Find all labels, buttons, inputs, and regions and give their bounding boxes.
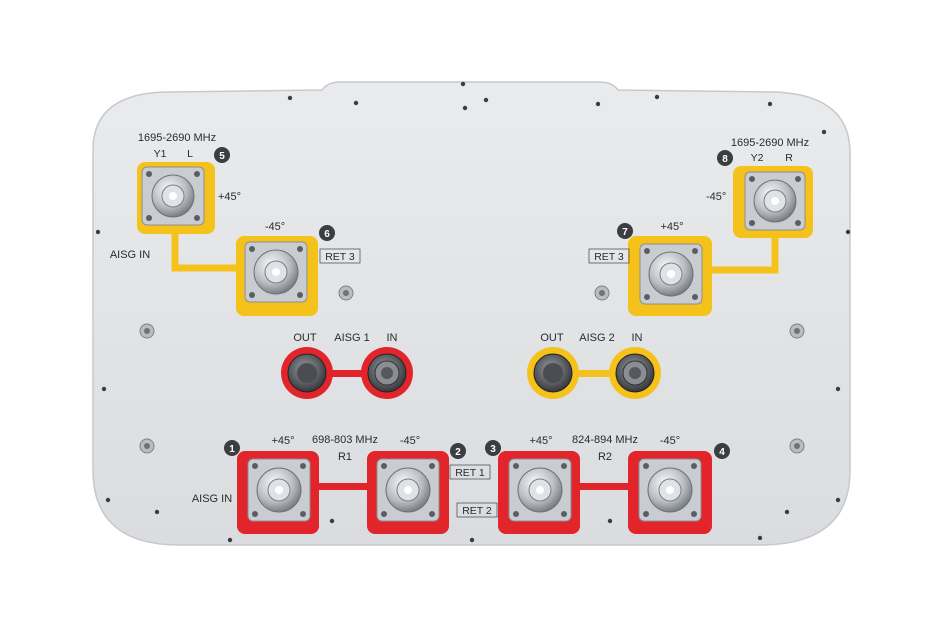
badge-4	[714, 443, 730, 459]
screw-hole	[154, 509, 160, 515]
aisg2-out-port[interactable]	[533, 353, 573, 393]
screw-hole	[757, 535, 763, 541]
aisg2-title: AISG 2	[579, 332, 614, 344]
col-label-l: L	[187, 148, 193, 160]
aisg1-out-label: OUT	[293, 332, 317, 344]
lower-left-group: 1 +45° 698-803 MHz R1 -45° 2 RET 1 AISG …	[192, 434, 491, 534]
aisg-in-label-upper: AISG IN	[110, 249, 150, 261]
badge-2	[450, 443, 466, 459]
screw-hole	[595, 101, 601, 107]
badge-8	[717, 150, 733, 166]
screw-hole	[287, 95, 293, 101]
aisg1-trace	[320, 370, 372, 377]
red-trace-r2	[575, 483, 640, 490]
pol-label-plus45-ll: +45°	[271, 435, 294, 447]
screw-hole	[845, 229, 851, 235]
badge-5	[214, 147, 230, 163]
screw-hole	[835, 386, 841, 392]
upper-right-group: 1695-2690 MHz 8 Y2 R -45° 7 +45° RET 3	[588, 137, 813, 316]
aisg1-title: AISG 1	[334, 332, 369, 344]
panel-screw-holes	[95, 81, 851, 543]
mounting-bolts	[139, 285, 805, 454]
badge-4-text: 4	[719, 447, 725, 458]
badge-2-text: 2	[455, 447, 461, 458]
badge-6-text: 6	[324, 229, 330, 240]
screw-hole	[460, 81, 466, 87]
connector-8-minus45[interactable]	[744, 171, 806, 231]
upper-left-group: 1695-2690 MHz Y1 L 5 +45° -45° 6 RET 3 A…	[110, 132, 361, 316]
pol-label-minus45-ll: -45°	[400, 435, 420, 447]
ret1-box	[449, 464, 491, 480]
screw-hole	[353, 100, 359, 106]
connector-3-plus45[interactable]	[508, 458, 572, 522]
screw-hole	[462, 105, 468, 111]
badge-3	[485, 440, 501, 456]
ret-label-r1: RET 1	[455, 467, 485, 479]
ret3-box-right	[588, 248, 630, 264]
connector-5-plus45[interactable]	[141, 166, 205, 226]
screw-hole	[607, 518, 613, 524]
aisg1-group: OUT AISG 1 IN	[281, 332, 413, 399]
pol-label-plus45-ur: +45°	[660, 221, 683, 233]
red-trace-r1	[315, 483, 380, 490]
band-label-upper-right: 1695-2690 MHz	[731, 137, 809, 149]
pol-label-minus45-ul: -45°	[265, 221, 285, 233]
screw-hole	[227, 537, 233, 543]
group-label-r2: R2	[598, 451, 612, 463]
screw-hole	[483, 97, 489, 103]
pol-label-plus45-ul: +45°	[218, 191, 241, 203]
connector-1-plus45[interactable]	[247, 458, 311, 522]
ret-label-upper-left: RET 3	[325, 251, 355, 263]
pol-label-minus45-lr: -45°	[660, 435, 680, 447]
badge-8-text: 8	[722, 154, 728, 165]
connector-2-minus45[interactable]	[376, 458, 440, 522]
screw-hole	[329, 518, 335, 524]
connector-7-plus45[interactable]	[639, 243, 703, 305]
screw-hole	[784, 509, 790, 515]
connector-6-minus45[interactable]	[244, 241, 308, 303]
aisg1-out-port[interactable]	[287, 353, 327, 393]
badge-3-text: 3	[490, 444, 496, 455]
panel-body	[92, 81, 851, 546]
ret-label-r2: RET 2	[462, 505, 492, 517]
aisg2-trace	[565, 370, 620, 377]
aisg2-in-label: IN	[632, 332, 643, 344]
col-label-y2: Y2	[751, 152, 764, 164]
ret-label-upper-right: RET 3	[594, 251, 624, 263]
aisg-in-label-lower: AISG IN	[192, 493, 232, 505]
col-label-r: R	[785, 152, 793, 164]
group-label-r1: R1	[338, 451, 352, 463]
connector-4-minus45[interactable]	[638, 458, 702, 522]
screw-hole	[101, 386, 107, 392]
aisg2-out-label: OUT	[540, 332, 564, 344]
aisg2-in-port[interactable]	[615, 353, 655, 393]
aisg1-in-port[interactable]	[367, 353, 407, 393]
ret3-box-left	[319, 248, 361, 264]
badge-1-text: 1	[229, 444, 235, 455]
screw-hole	[469, 537, 475, 543]
band-label-r1: 698-803 MHz	[312, 434, 378, 446]
screw-hole	[821, 129, 827, 135]
band-label-upper-left: 1695-2690 MHz	[138, 132, 216, 144]
band-label-r2: 824-894 MHz	[572, 434, 638, 446]
pol-label-minus45-ur: -45°	[706, 191, 726, 203]
lower-right-group: 3 +45° 824-894 MHz R2 -45° 4 RET 2	[456, 434, 730, 534]
badge-7	[617, 223, 633, 239]
badge-1	[224, 440, 240, 456]
col-label-y1: Y1	[154, 148, 167, 160]
ret2-box	[456, 502, 498, 518]
screw-hole	[654, 94, 660, 100]
badge-6	[319, 225, 335, 241]
badge-7-text: 7	[622, 227, 628, 238]
pol-label-plus45-lr: +45°	[529, 435, 552, 447]
screw-hole	[95, 229, 101, 235]
aisg1-in-label: IN	[387, 332, 398, 344]
badge-5-text: 5	[219, 151, 225, 162]
screw-hole	[767, 101, 773, 107]
aisg2-group: OUT AISG 2 IN	[527, 332, 661, 399]
screw-hole	[105, 497, 111, 503]
screw-hole	[835, 497, 841, 503]
